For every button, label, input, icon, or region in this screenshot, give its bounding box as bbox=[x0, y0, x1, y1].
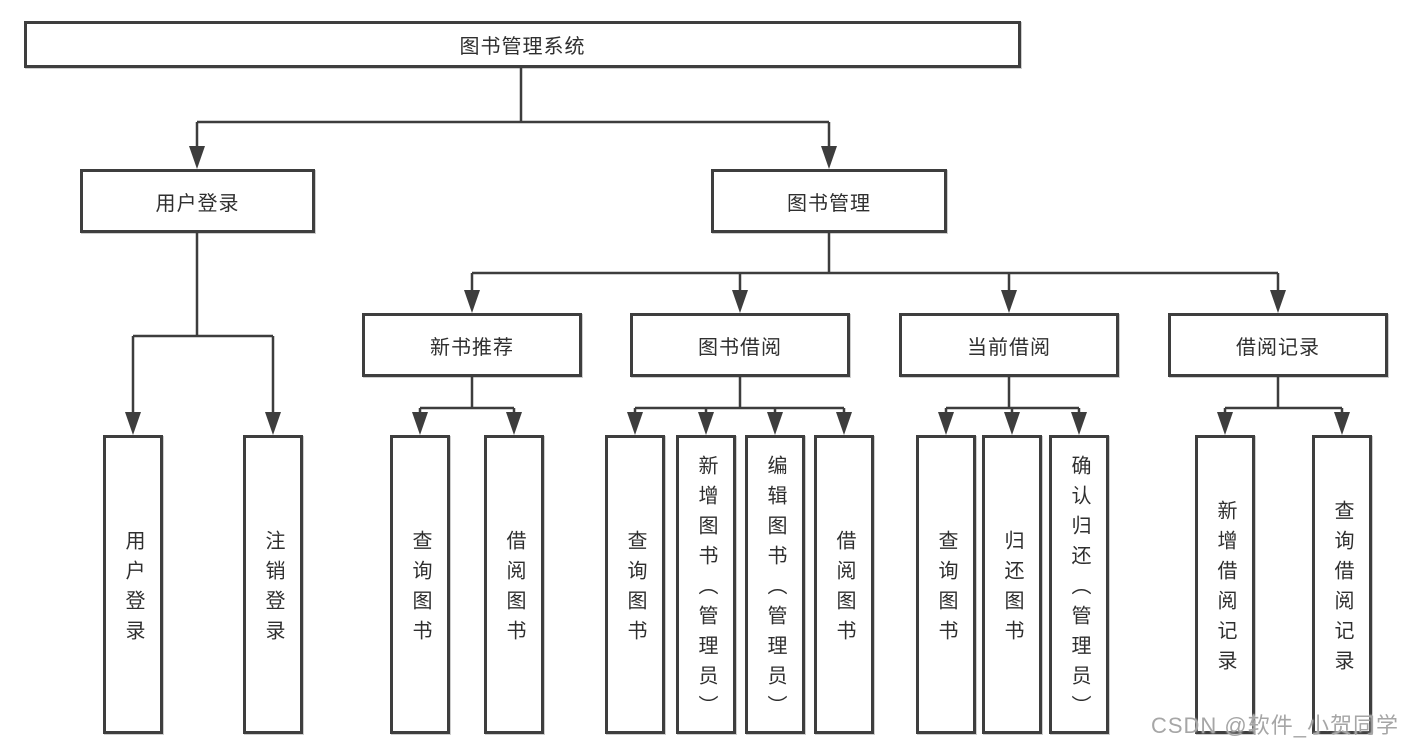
node-label: 查询图书 bbox=[409, 529, 431, 650]
node-label: 用户登录 bbox=[155, 192, 240, 215]
node-current-borrow: 当前借阅 bbox=[899, 313, 1119, 377]
node-label: 新增图书（管理员） bbox=[695, 454, 717, 725]
node-label: 借阅记录 bbox=[1236, 336, 1320, 359]
node-label: 注销登录 bbox=[262, 529, 284, 650]
leaf-logout: 注销登录 bbox=[243, 435, 303, 734]
node-book-management: 图书管理 bbox=[711, 169, 947, 233]
leaf-edit-books-admin: 编辑图书（管理员） bbox=[745, 435, 805, 734]
leaf-user-login: 用户登录 bbox=[103, 435, 163, 734]
leaf-confirm-return-admin: 确认归还（管理员） bbox=[1049, 435, 1109, 734]
node-new-book-recommend: 新书推荐 bbox=[362, 313, 582, 377]
node-label: 查询图书 bbox=[624, 529, 646, 650]
arrowheads bbox=[125, 146, 1350, 435]
node-label: 借阅图书 bbox=[833, 529, 855, 650]
leaf-query-books-recommend: 查询图书 bbox=[390, 435, 450, 734]
node-label: 图书借阅 bbox=[698, 336, 782, 359]
leaf-borrow-books-recommend: 借阅图书 bbox=[484, 435, 544, 734]
leaf-query-borrow-record: 查询借阅记录 bbox=[1312, 435, 1372, 734]
node-borrow-records: 借阅记录 bbox=[1168, 313, 1388, 377]
node-label: 查询借阅记录 bbox=[1331, 499, 1353, 680]
node-label: 当前借阅 bbox=[967, 336, 1051, 359]
leaf-add-borrow-record: 新增借阅记录 bbox=[1195, 435, 1255, 734]
leaf-return-books: 归还图书 bbox=[982, 435, 1042, 734]
node-label: 新增借阅记录 bbox=[1214, 499, 1236, 680]
node-label: 编辑图书（管理员） bbox=[764, 454, 786, 725]
leaf-borrow-books: 借阅图书 bbox=[814, 435, 874, 734]
node-label: 确认归还（管理员） bbox=[1068, 454, 1090, 725]
node-label: 借阅图书 bbox=[503, 529, 525, 650]
leaf-add-books-admin: 新增图书（管理员） bbox=[676, 435, 736, 734]
node-label: 用户登录 bbox=[122, 529, 144, 650]
node-book-borrow: 图书借阅 bbox=[630, 313, 850, 377]
node-label: 图书管理 bbox=[787, 192, 871, 215]
node-label: 查询图书 bbox=[935, 529, 957, 650]
leaf-query-books-current: 查询图书 bbox=[916, 435, 976, 734]
node-label: 归还图书 bbox=[1001, 529, 1023, 650]
node-label: 图书管理系统 bbox=[459, 36, 586, 58]
csdn-watermark: CSDN @软件_小贺同学 bbox=[1150, 713, 1399, 738]
node-user-login: 用户登录 bbox=[80, 169, 315, 233]
leaf-query-books-borrow: 查询图书 bbox=[605, 435, 665, 734]
node-root-system: 图书管理系统 bbox=[24, 21, 1021, 68]
node-label: 新书推荐 bbox=[430, 336, 514, 359]
